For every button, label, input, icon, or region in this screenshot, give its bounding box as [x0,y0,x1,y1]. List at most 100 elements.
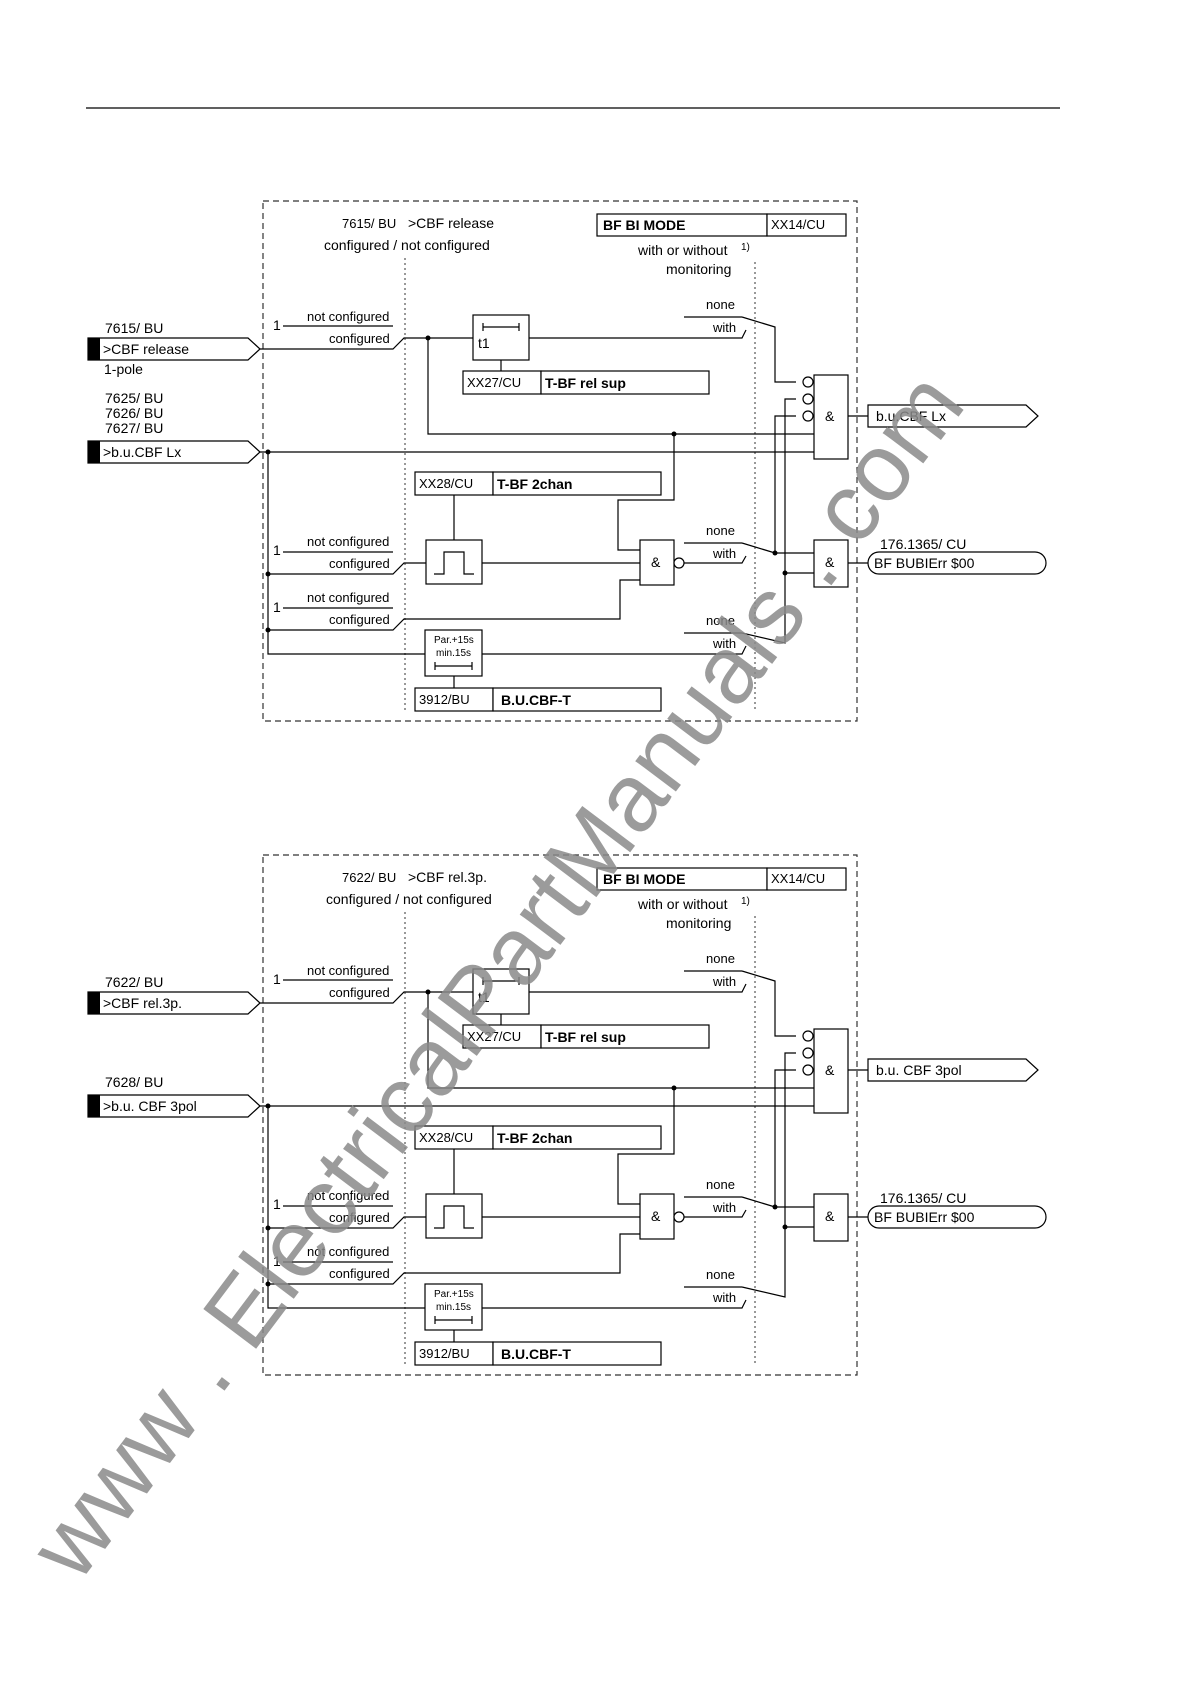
relsup-name: T-BF rel sup [545,375,626,391]
input2-address-2: 7626/ BU [105,405,163,421]
and-2chan [639,1193,675,1240]
selC-none: none [706,1267,735,1282]
cbft-name: B.U.CBF-T [501,1346,571,1362]
param-name: >CBF rel.3p. [408,869,487,885]
switch2-one: 1 [273,1196,281,1212]
cbft-min: min.15s [436,1302,471,1313]
timer-t1-label: t1 [478,989,490,1005]
input1-sub: 1-pole [104,361,143,377]
twochan-address: XX28/CU [419,476,473,491]
timer-t1-label: t1 [478,335,490,351]
switch3-one: 1 [273,599,281,615]
and-error [813,1193,849,1242]
diagram-cbf-rel-3p: 7622/ BU >CBF rel.3p. configured / not c… [87,854,1047,1376]
param-options: configured / not configured [326,891,492,907]
switch2-contact [269,551,426,575]
selB-with: with [712,1200,736,1215]
input2-marker [88,441,100,463]
selA-with: with [712,974,736,989]
diagram-cbf-release: 7615/ BU >CBF release configured / not c… [87,200,1047,722]
and-error-symbol: & [825,1208,835,1224]
and-2chan [639,539,675,586]
and-main-neg-3 [802,1064,814,1076]
node-2chan [671,1085,677,1091]
relsup-address: XX27/CU [467,1029,521,1044]
and-2chan-negation [673,557,685,569]
twochan-name: T-BF 2chan [497,476,572,492]
selC-with: with [712,636,736,651]
switch2-not-configured: not configured [307,534,389,549]
node-2chan [671,431,677,437]
cbft-timer-symbol [434,662,473,670]
pulse-block [425,539,483,585]
pulse-symbol [434,1205,474,1229]
mode-address-box [766,867,847,891]
cbft-par: Par.+15s [434,635,474,646]
and-main-neg-2 [802,1047,814,1059]
selB-none: none [706,523,735,538]
cbft-name-box [492,1341,662,1366]
switch2-configured: configured [329,1210,390,1225]
switch1-contact [260,325,428,350]
output2-label: BF BUBIErr $00 [874,555,975,571]
selB-with: with [712,546,736,561]
selB-none: none [706,1177,735,1192]
and-main-neg-3 [802,410,814,422]
pulse-symbol [434,551,474,575]
param-address: 7615/ BU [342,216,396,231]
switch1-not-configured: not configured [307,963,389,978]
mode-title: BF BI MODE [603,871,685,887]
selC-contact [482,1052,796,1309]
switch1-not-configured: not configured [307,309,389,324]
switch1-contact [260,979,428,1004]
switch1-configured: configured [329,985,390,1000]
twochan-name: T-BF 2chan [497,1130,572,1146]
function-frame [262,200,858,722]
switch3-not-configured: not configured [307,1244,389,1259]
wire-selB-and [774,1069,796,1207]
switch3-contact [269,579,640,631]
input1-label: >CBF release [103,341,189,357]
node-bus-sw3 [265,1281,271,1287]
and-main-symbol: & [825,408,835,424]
timer-t1-box [472,314,530,361]
param-address: 7622/ BU [342,870,396,885]
input2-label: >b.u.CBF Lx [103,444,181,460]
input1-address: 7615/ BU [105,320,163,336]
timer-t1-symbol [482,323,520,331]
selC-with: with [712,1290,736,1305]
cbft-par: Par.+15s [434,1289,474,1300]
output2-tag [867,1205,1047,1229]
wire-sw1-and [427,338,814,435]
output1-tag [867,404,1039,428]
and-main-neg-1 [802,376,814,388]
cbft-min: min.15s [436,648,471,659]
switch2-not-configured: not configured [307,1188,389,1203]
wire-input2-bus [267,1106,425,1309]
and-main-neg-2 [802,393,814,405]
switch2-configured: configured [329,556,390,571]
node-bus-sw2 [265,571,271,577]
param-options: configured / not configured [324,237,490,253]
and-2chan-symbol: & [651,554,661,570]
input2-address: 7628/ BU [105,1074,163,1090]
twochan-name-box [492,471,662,496]
node-bus-sw2 [265,1225,271,1231]
output1-label: b.u. CBF 3pol [876,1062,962,1078]
mode-desc: with or without [637,896,728,912]
mode-address: XX14/CU [771,871,825,886]
switch1-configured: configured [329,331,390,346]
relsup-name: T-BF rel sup [545,1029,626,1045]
switch3-not-configured: not configured [307,590,389,605]
relsup-address: XX27/CU [467,375,521,390]
switch1-one: 1 [273,971,281,987]
wire-2chan-feedback [617,434,675,551]
input2-address-1: 7625/ BU [105,390,163,406]
selC-contact [482,398,796,655]
input2-address-3: 7627/ BU [105,420,163,436]
and-main [813,374,849,460]
wire-sw1-and [427,992,814,1089]
and-error-symbol: & [825,554,835,570]
